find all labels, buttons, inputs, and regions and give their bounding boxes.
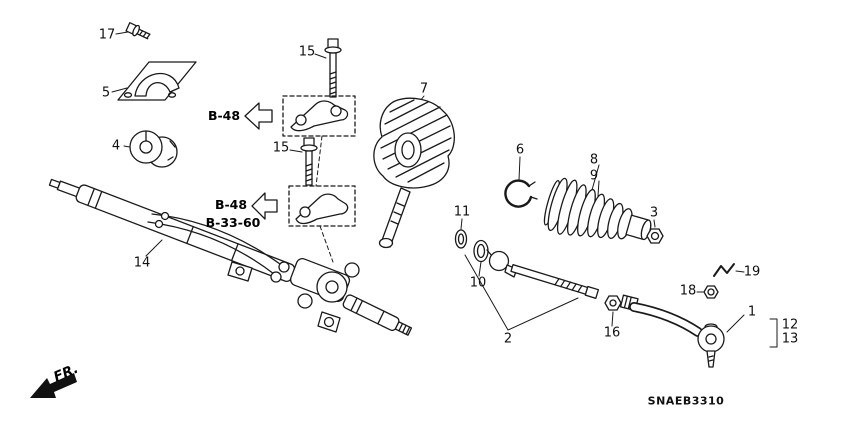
fr-direction-arrow	[30, 373, 77, 398]
callout-15-upper: 15	[298, 44, 316, 60]
pinion-shaft-drawing	[378, 187, 411, 249]
mount-bracket-drawing	[117, 61, 197, 101]
leader-lines	[111, 31, 778, 348]
b48-lower-plate-drawing	[288, 185, 356, 227]
callout-13: 13	[781, 331, 799, 347]
nut-16-drawing	[604, 295, 622, 311]
callout-6: 6	[515, 142, 525, 158]
ref-b48-upper: B-48	[207, 107, 241, 123]
bolt-15-upper-drawing	[324, 38, 342, 98]
gearbox-cover-drawing	[373, 97, 455, 189]
callout-17: 17	[98, 27, 116, 43]
callout-10: 10	[469, 275, 487, 291]
callout-12: 12	[781, 317, 799, 333]
callout-8: 8	[589, 152, 599, 168]
steering-rack-drawing	[48, 178, 413, 336]
washer-drawing	[454, 229, 468, 249]
callout-16: 16	[603, 325, 621, 341]
callout-1: 1	[747, 304, 757, 320]
b48-upper-arrow-icon	[244, 102, 273, 130]
callout-5: 5	[101, 85, 111, 101]
cotter-clip-drawing	[713, 263, 735, 277]
ref-b48-lower: B-48	[214, 196, 248, 212]
ring-drawing	[473, 239, 489, 263]
callout-3: 3	[649, 205, 659, 221]
callout-18: 18	[679, 283, 697, 299]
callout-2: 2	[503, 331, 513, 347]
bushing-drawing	[129, 130, 178, 168]
nut-18-drawing	[703, 285, 719, 299]
callout-15-lower: 15	[272, 140, 290, 156]
inner-tie-rod-drawing	[486, 249, 600, 299]
tie-rod-end-drawing	[619, 294, 725, 368]
b48-lower-arrow-icon	[251, 192, 278, 220]
callout-9: 9	[589, 168, 599, 184]
callout-7: 7	[419, 81, 429, 97]
bolt-15-lower-drawing	[300, 137, 318, 186]
boot-clamp-drawing	[504, 179, 538, 208]
callout-4: 4	[111, 138, 121, 154]
tie-rod-boot-drawing	[543, 177, 652, 241]
callout-19: 19	[743, 264, 761, 280]
ref-b33-60: B-33-60	[205, 214, 261, 230]
b48-upper-plate-drawing	[282, 95, 356, 137]
callout-14: 14	[133, 255, 151, 271]
callout-11: 11	[453, 204, 471, 220]
diagram-code: SNAEB3310	[647, 394, 725, 408]
nut-3-drawing	[646, 228, 664, 244]
bolt-17-drawing	[125, 22, 151, 40]
